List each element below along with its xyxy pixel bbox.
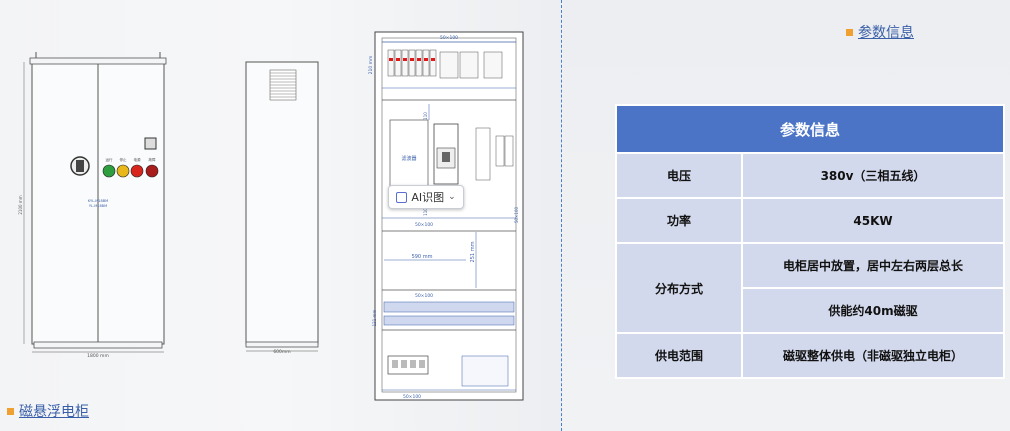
mid-width-label: 50×100 <box>415 222 433 228</box>
door-text: YL-M18BM <box>89 204 107 208</box>
row-value: 电柜居中放置，居中左右两层总长 <box>741 242 1005 289</box>
dim-110-bottom: 110 <box>423 208 428 216</box>
meter-icon <box>144 137 157 150</box>
lamp-label: 电源 <box>134 157 141 162</box>
lamp-label: 故障 <box>149 157 156 162</box>
row-value: 磁驱整体供电（非磁驱独立电柜） <box>741 332 1005 379</box>
dim-590-label: 590 mm <box>412 254 433 260</box>
front-width-dimension: 1800 mm <box>87 353 109 359</box>
params-caption: 参数信息 <box>846 22 914 42</box>
bottom-width-label: 50×100 <box>403 394 421 400</box>
ai-badge-label: AI识图 <box>411 191 445 204</box>
row-label: 电压 <box>615 152 743 199</box>
panel-layout: 50×100 210 mm 滤波器 110 110 50× <box>368 31 524 401</box>
terminal-strip <box>383 315 515 326</box>
table-row: 电压 380v（三相五线） <box>615 152 1005 199</box>
table-header-row: 参数信息 <box>615 104 1005 154</box>
chevron-down-icon: ⌄ <box>448 192 456 202</box>
bullet-square-icon <box>7 407 14 415</box>
lamp-yellow-icon <box>116 164 130 178</box>
height-dimension: 2100 mm <box>18 195 23 214</box>
params-table: 参数信息 电压 380v（三相五线） 功率 45KW 分布方式 电柜居中放置，居… <box>615 104 1005 379</box>
side-width-dimension: 600mm <box>273 349 290 355</box>
dim-110-top: 110 <box>423 112 428 120</box>
side-cabinet: 600mm <box>245 61 319 355</box>
terminal-width-label: 50×100 <box>415 293 433 299</box>
row-value: 45KW <box>741 197 1005 244</box>
right-vertical-label: 50×100 <box>514 207 519 224</box>
section-divider <box>561 0 562 431</box>
breaker-row <box>387 49 503 79</box>
dim-251-label: 251 mm <box>470 241 476 262</box>
params-caption-text: 参数信息 <box>858 25 914 41</box>
top-width-label: 50×100 <box>440 35 458 41</box>
row-value: 380v（三相五线） <box>741 152 1005 199</box>
table-header: 参数信息 <box>615 104 1005 154</box>
ai-recognize-button[interactable]: AI识图 ⌄ <box>388 185 464 209</box>
row-label: 供电范围 <box>615 332 743 379</box>
lamp-label: 停止 <box>120 157 127 162</box>
table-row: 分布方式 电柜居中放置，居中左右两层总长 <box>615 242 1005 334</box>
table-row: 供能约40m磁驱 <box>616 287 1005 334</box>
lamp-darkred-icon <box>145 164 159 178</box>
row-label: 分布方式 <box>615 242 743 334</box>
lamp-green-icon <box>102 164 116 178</box>
row-value: 供能约40m磁驱 <box>741 287 1005 334</box>
table-row: 功率 45KW <box>615 197 1005 244</box>
ai-scan-icon <box>396 191 408 203</box>
bullet-square-icon <box>846 28 853 36</box>
terminal-block <box>461 355 509 387</box>
lamp-red-icon <box>130 164 144 178</box>
top-section-label: 210 mm <box>368 56 374 75</box>
terminal-strip <box>383 301 515 313</box>
cabinet-caption-text: 磁悬浮电柜 <box>19 404 89 420</box>
lamp-label: 运行 <box>106 157 113 162</box>
table-row: 供电范围 磁驱整体供电（非磁驱独立电柜） <box>615 332 1005 379</box>
cabinet-caption: 磁悬浮电柜 <box>7 401 89 421</box>
dim-121-label: 121 mm <box>372 310 377 327</box>
front-cabinet: 运行 停止 电源 故障 KYL-M18BM YL-M18BM 2100 mm 1… <box>18 52 167 359</box>
row-label: 功率 <box>615 197 743 244</box>
filter-label: 滤波器 <box>401 155 416 162</box>
door-text: KYL-M18BM <box>88 199 108 203</box>
